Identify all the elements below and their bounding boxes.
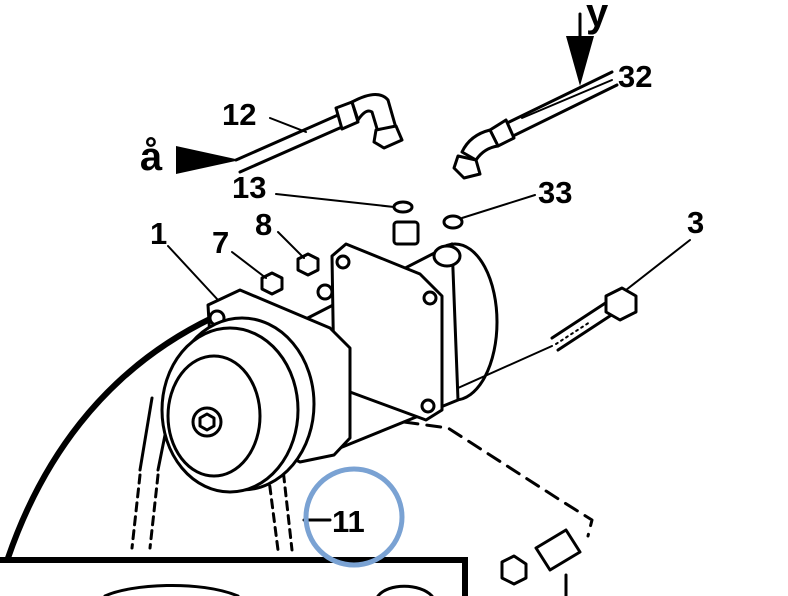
leader-1 bbox=[167, 245, 219, 301]
leader-lines bbox=[167, 79, 691, 522]
flange-hole-2 bbox=[422, 290, 438, 306]
leader-13 bbox=[275, 193, 395, 208]
arrow-a-icon bbox=[176, 146, 240, 174]
bracket-plate bbox=[0, 557, 468, 596]
callout-33: 33 bbox=[538, 175, 572, 210]
callout-11: 11 bbox=[332, 504, 365, 539]
wire-dashed bbox=[402, 420, 594, 538]
fittings bbox=[260, 200, 464, 301]
highlight-circle bbox=[303, 466, 405, 568]
o-ring-33 bbox=[442, 214, 464, 230]
bolt-shank-a bbox=[550, 298, 612, 340]
belt-strand-left-a-dashed bbox=[130, 473, 142, 550]
callout-32: 32 bbox=[618, 59, 652, 94]
hose-32-line-b bbox=[509, 83, 619, 139]
hose-32 bbox=[452, 70, 619, 180]
nut-8-icon bbox=[296, 252, 320, 277]
leader-12 bbox=[269, 117, 307, 133]
leader-32 bbox=[521, 79, 613, 119]
hose-32-line-a bbox=[503, 70, 614, 126]
connector bbox=[534, 528, 582, 572]
belt-strand-left-a bbox=[138, 396, 154, 472]
bolt-axis-line bbox=[457, 345, 553, 389]
bracket-part-left bbox=[103, 584, 240, 596]
leader-33 bbox=[461, 194, 536, 219]
hose-12-line-b bbox=[238, 125, 344, 174]
callout-3: 3 bbox=[687, 205, 704, 240]
callout-a: å bbox=[140, 135, 163, 179]
belt-strand-left-b-dashed bbox=[148, 473, 160, 550]
hub-nut-icon bbox=[198, 412, 216, 432]
o-ring-13 bbox=[392, 200, 414, 214]
hose-12-nut-icon bbox=[372, 124, 404, 150]
leader-3 bbox=[625, 239, 691, 291]
leader-7 bbox=[231, 251, 267, 279]
belt-outer-curve bbox=[5, 315, 215, 561]
flange-hole-3 bbox=[420, 398, 436, 414]
connector-nut-icon bbox=[500, 554, 528, 586]
terminal-stud bbox=[316, 283, 334, 301]
wiring bbox=[402, 420, 594, 596]
discharge-port bbox=[432, 244, 462, 268]
hose-32-nut-icon bbox=[452, 154, 482, 180]
arrow-y-icon bbox=[566, 36, 594, 86]
bolt-shank-b bbox=[556, 310, 618, 352]
bracket-part-right bbox=[376, 584, 434, 596]
bolt-3 bbox=[457, 286, 638, 389]
bolt-thread bbox=[555, 321, 591, 345]
flange-hole-1 bbox=[335, 254, 351, 270]
pulley-front bbox=[160, 326, 300, 494]
nut-7-icon bbox=[260, 271, 284, 296]
clutch-face bbox=[166, 354, 262, 478]
hose-12-sleeve bbox=[334, 100, 360, 131]
callout-1: 1 bbox=[150, 216, 167, 251]
callout-13: 13 bbox=[232, 170, 266, 205]
hose-12-line-a bbox=[234, 113, 340, 162]
leader-8 bbox=[277, 231, 305, 259]
compressor-body bbox=[160, 242, 499, 494]
hose-12 bbox=[234, 93, 404, 174]
callout-8: 8 bbox=[255, 207, 272, 242]
suction-port bbox=[392, 220, 420, 246]
bolt-head-icon bbox=[604, 286, 638, 322]
callout-12: 12 bbox=[222, 97, 256, 132]
hose-32-elbow bbox=[460, 128, 500, 162]
callout-y: y bbox=[586, 0, 609, 35]
callout-7: 7 bbox=[212, 225, 229, 260]
